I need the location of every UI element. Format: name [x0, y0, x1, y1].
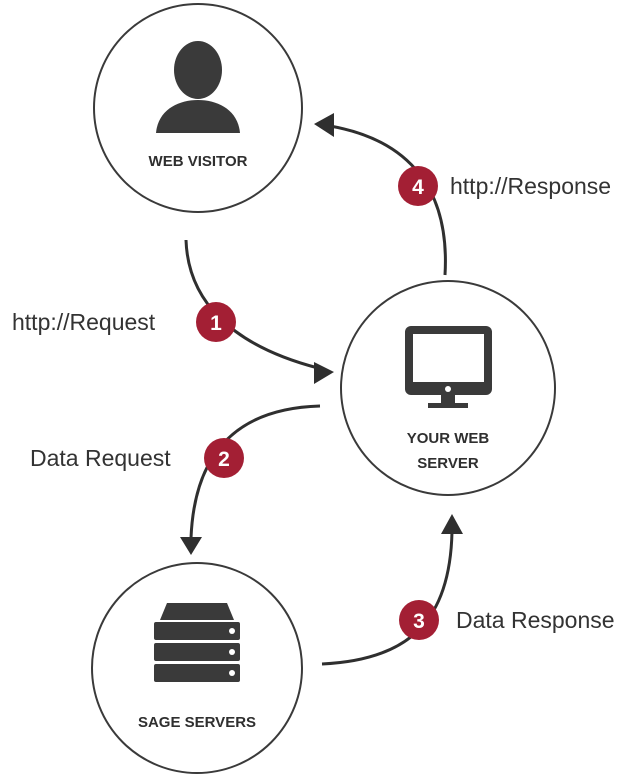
step-4-label: http://Response — [450, 173, 611, 199]
step-3-number: 3 — [413, 610, 425, 633]
arrow-head-data-request — [180, 537, 202, 555]
person-icon — [156, 41, 240, 133]
monitor-icon — [405, 326, 492, 408]
flow-line-data-request — [189, 404, 321, 539]
step-2-label: Data Request — [30, 445, 171, 471]
node-web-visitor: WEB VISITOR — [93, 3, 303, 213]
node-sage-servers: SAGE SERVERS — [91, 562, 303, 774]
step-2-badge: 2 — [204, 438, 244, 478]
flow-line-data-response — [321, 531, 454, 666]
step-3-badge: 3 — [399, 600, 439, 640]
node-web-server-label-line2: SERVER — [417, 455, 479, 472]
server-stack-icon — [154, 603, 240, 682]
arrow-head-request — [314, 362, 334, 384]
arrow-head-data-response — [441, 514, 463, 534]
step-4-badge: 4 — [398, 166, 438, 206]
arrow-head-response — [314, 113, 334, 137]
step-2-number: 2 — [218, 448, 230, 471]
step-1-number: 1 — [210, 312, 222, 335]
step-1-label: http://Request — [12, 309, 156, 335]
flow-line-request — [184, 239, 319, 370]
node-sage-servers-label: SAGE SERVERS — [138, 714, 256, 731]
node-web-server-label-line1: YOUR WEB — [407, 430, 490, 447]
node-web-visitor-label: WEB VISITOR — [149, 153, 248, 170]
step-4-number: 4 — [412, 176, 424, 199]
step-1-badge: 1 — [196, 302, 236, 342]
node-web-server: YOUR WEB SERVER — [340, 280, 556, 496]
step-3-label: Data Response — [456, 607, 615, 633]
